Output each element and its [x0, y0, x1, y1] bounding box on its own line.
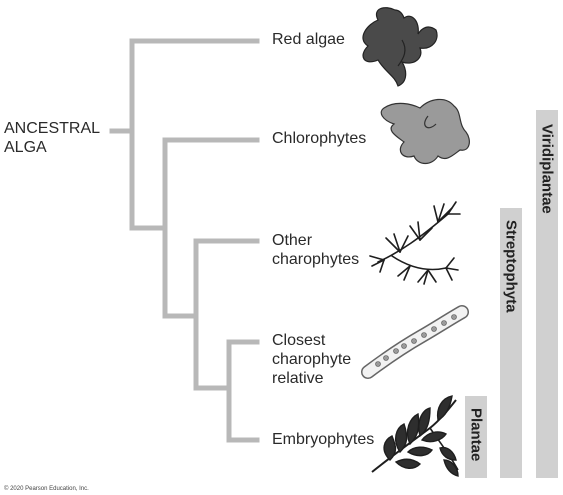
taxon-label-chlorophytes: Chlorophytes	[272, 129, 366, 148]
clade-bar-plantae: Plantae	[465, 396, 487, 478]
clade-label-viridiplantae: Viridiplantae	[538, 124, 556, 214]
copyright-notice: © 2020 Pearson Education, Inc.	[4, 486, 89, 492]
taxon-label-line: charophyte	[272, 351, 352, 368]
chlorophyte-icon	[380, 98, 470, 165]
root-label: ANCESTRAL ALGA	[4, 119, 100, 157]
taxon-label-closest-relative: Closest charophyte relative	[272, 331, 351, 388]
red-algae-icon	[362, 7, 438, 87]
taxon-label-red-algae: Red algae	[272, 30, 345, 49]
clade-bar-viridiplantae: Viridiplantae	[536, 110, 558, 478]
taxon-label-line: Closest	[272, 332, 326, 349]
clade-bar-streptophyta: Streptophyta	[500, 208, 522, 478]
taxon-label-line: charophytes	[272, 251, 360, 268]
clade-label-streptophyta: Streptophyta	[502, 220, 520, 313]
taxon-label-embryophytes: Embryophytes	[272, 430, 374, 449]
clade-label-plantae: Plantae	[467, 408, 485, 462]
taxon-label-line: Other	[272, 232, 313, 249]
taxon-label-line: Red algae	[272, 31, 345, 48]
taxon-label-line: Embryophytes	[272, 431, 375, 448]
taxon-label-other-charophytes: Other charophytes	[272, 231, 359, 269]
fern-icon	[371, 395, 459, 477]
charophyte-icon	[369, 201, 461, 285]
taxon-label-line: relative	[272, 370, 324, 387]
root-label-line: ALGA	[4, 139, 47, 156]
filament-icon	[361, 305, 469, 379]
taxon-label-line: Chlorophytes	[272, 130, 367, 147]
root-label-line: ANCESTRAL	[4, 120, 101, 137]
